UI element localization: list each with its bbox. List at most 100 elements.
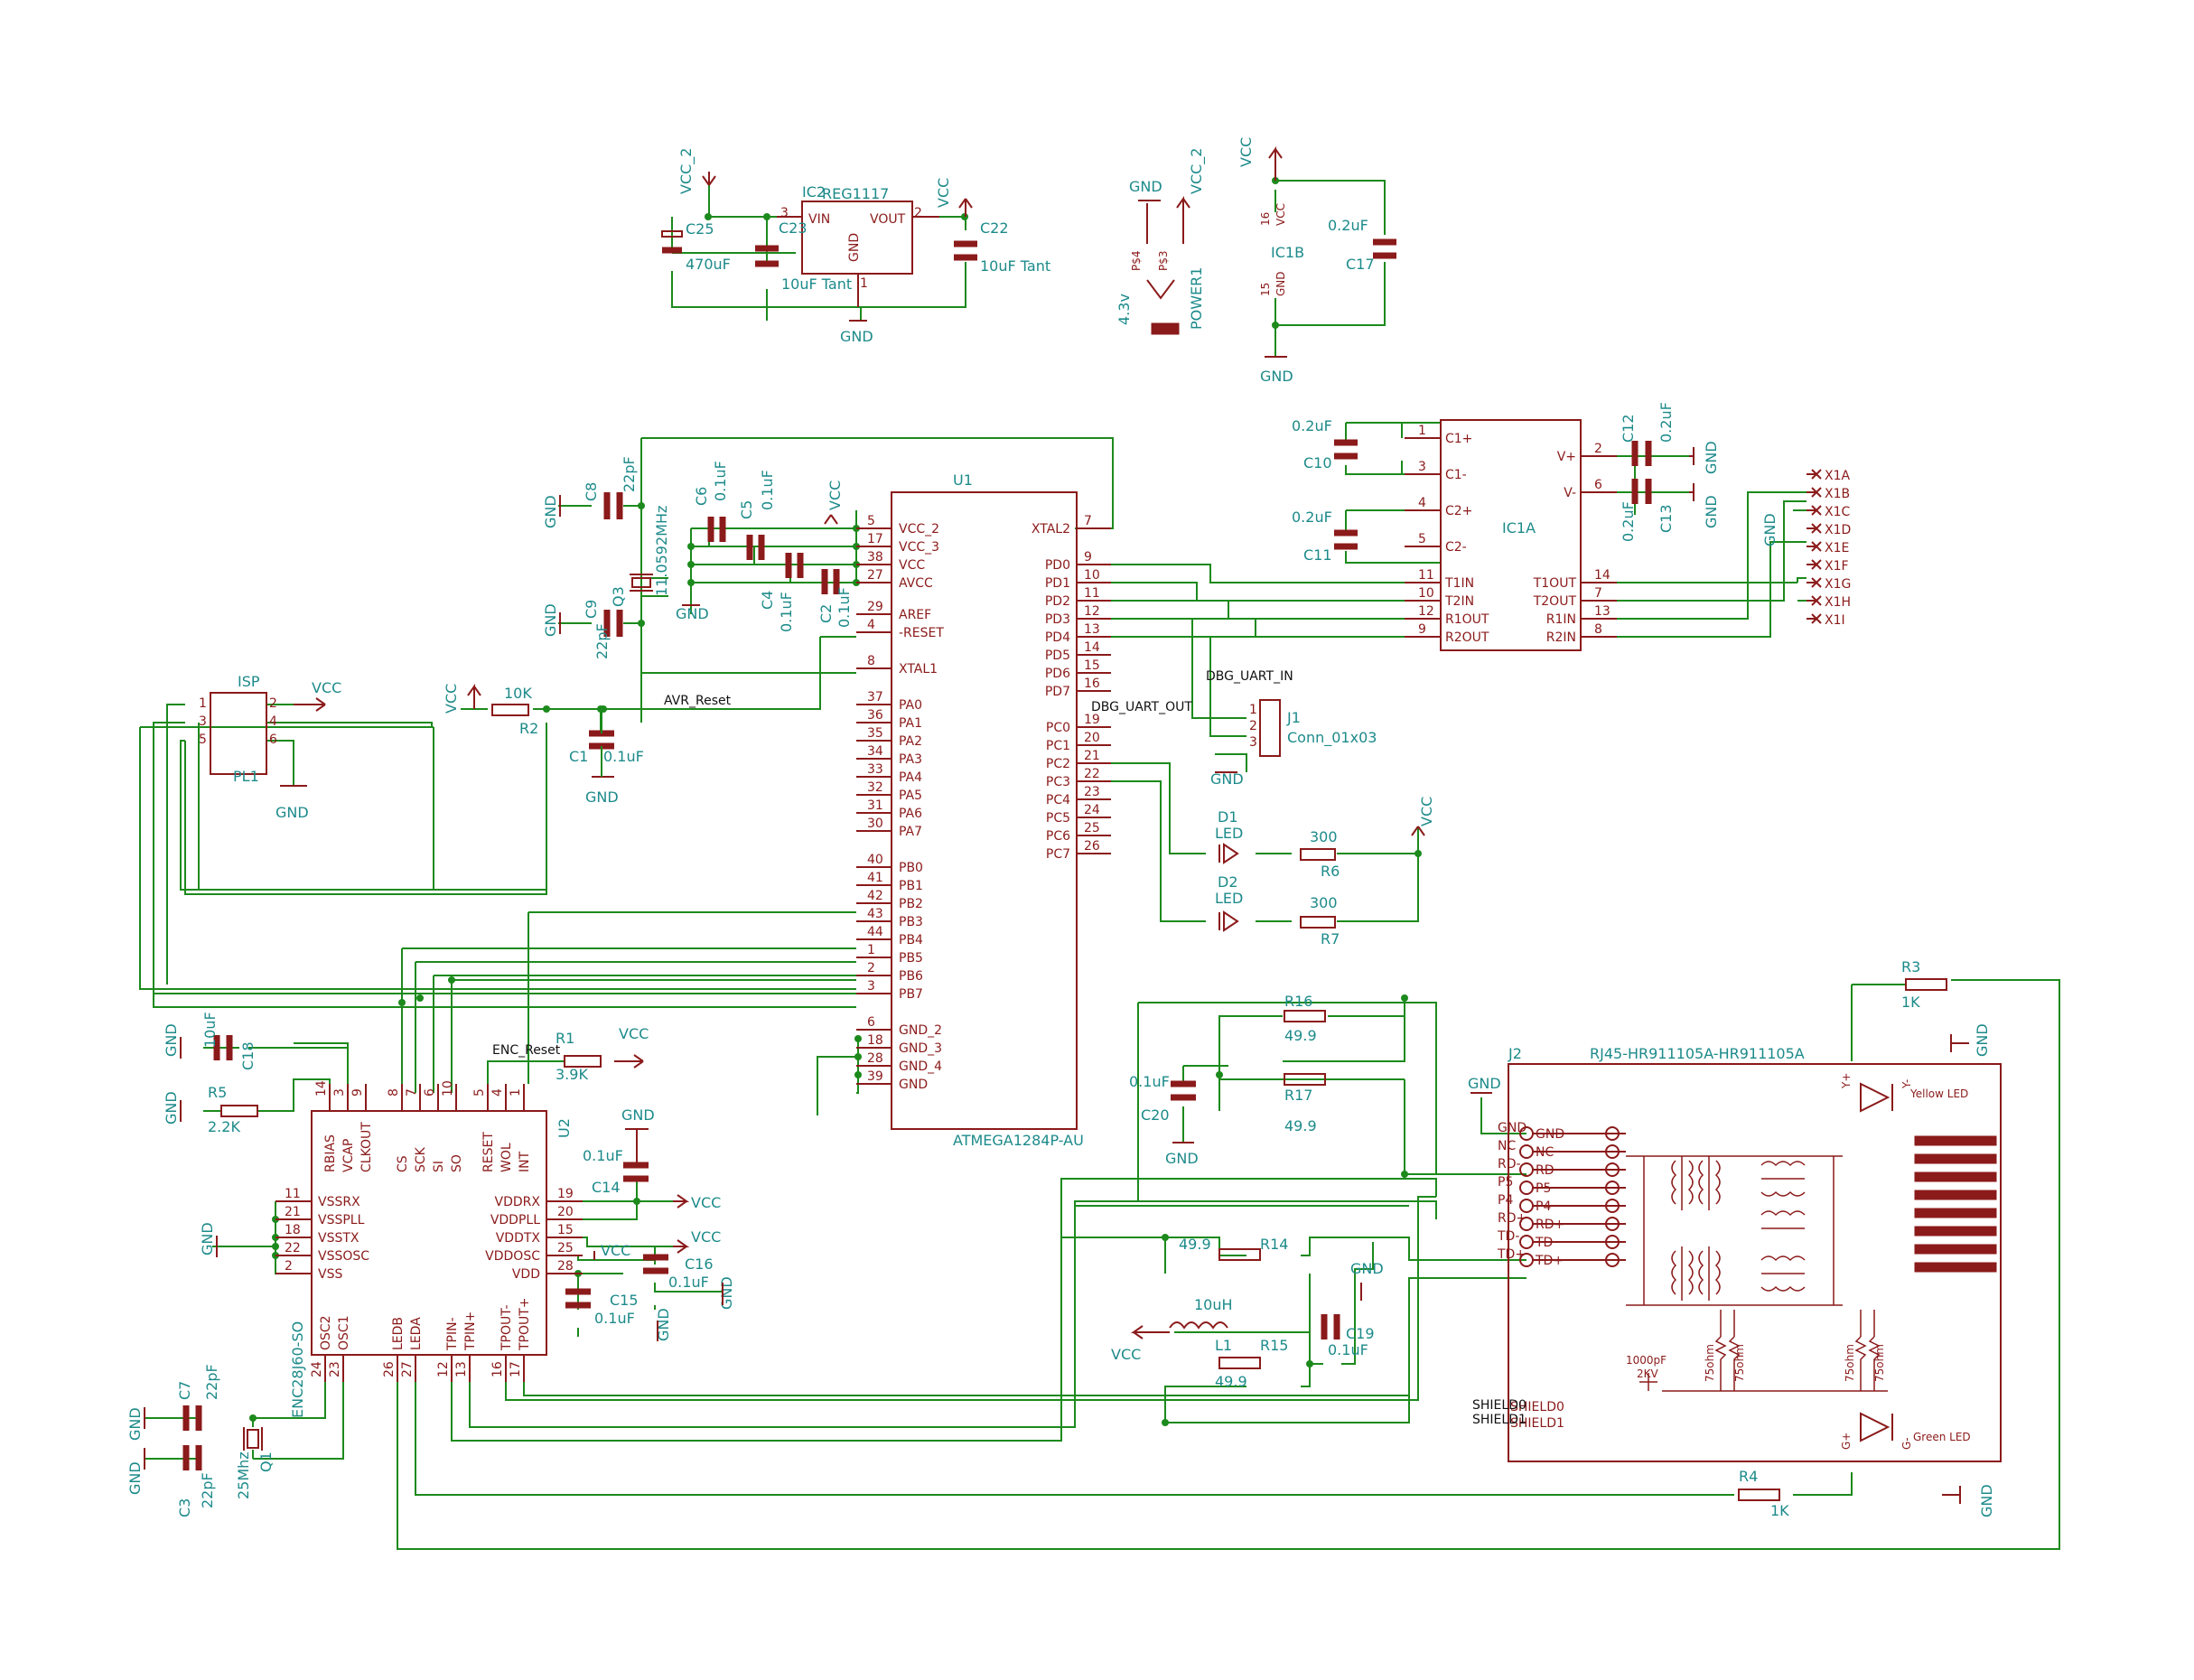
svg-text:11.0592MHz: 11.0592MHz (653, 506, 670, 596)
svg-text:R3: R3 (1901, 958, 1920, 975)
svg-text:C23: C23 (779, 219, 808, 237)
svg-text:3.9K: 3.9K (556, 1066, 588, 1083)
svg-text:GND: GND (163, 1023, 180, 1057)
terminal-mark (1807, 595, 1822, 606)
isp-header: ISP PL1 1 2 3 4 5 6 VCC GND (199, 673, 341, 821)
u2-pin-name: VSSPLL (318, 1213, 365, 1227)
u1-atmega: U1 ATMEGA1284P-AU 5VCC_217VCC_338VCC27AV… (856, 471, 1111, 1149)
terminal-mark (1807, 613, 1822, 624)
svg-text:R17: R17 (1284, 1087, 1312, 1104)
u2-pin-number: 20 (557, 1205, 574, 1219)
u2-pin-number: 27 (400, 1361, 415, 1377)
svg-text:C14: C14 (592, 1179, 621, 1196)
u1-pin-number: 35 (867, 726, 883, 741)
svg-text:POWER1: POWER1 (1188, 267, 1205, 330)
u2-pin-number: 1 (509, 1088, 523, 1097)
rj45-pin-circle (1519, 1235, 1534, 1249)
u2-pin-name: LEDA (409, 1317, 424, 1350)
svg-text:J2: J2 (1508, 1045, 1522, 1062)
power-vcc2-reg: VCC_2 (677, 148, 716, 194)
svg-text:0.1uF: 0.1uF (712, 461, 729, 501)
u1-pin-name: PA0 (899, 698, 922, 713)
svg-text:75ohm: 75ohm (1844, 1344, 1856, 1382)
u1-pin-number: 13 (1084, 622, 1100, 637)
u1-pin-number: 4 (867, 618, 875, 632)
ic1a-pin-name: V+ (1557, 450, 1576, 464)
u2-pin-number: 6 (423, 1088, 437, 1097)
svg-text:C12: C12 (1620, 414, 1637, 443)
svg-text:0.1uF: 0.1uF (1328, 1341, 1368, 1358)
svg-text:C6: C6 (693, 487, 710, 506)
ic1a-pin-number: 10 (1418, 586, 1434, 601)
u1-pin-name: PC1 (1046, 739, 1070, 753)
u2-pin-name: VSSOSC (318, 1249, 369, 1264)
u1-pin-name: PB6 (899, 969, 923, 984)
u2-pin-number: 12 (436, 1361, 451, 1377)
svg-text:P$4: P$4 (1130, 250, 1143, 271)
u1-pin-number: 17 (867, 532, 883, 546)
u1-pin-number: 3 (867, 979, 875, 994)
rj45-pin-label: RD+ (1498, 1211, 1526, 1226)
svg-text:ATMEGA1284P-AU: ATMEGA1284P-AU (953, 1132, 1084, 1149)
terminal-mark (1807, 541, 1822, 552)
svg-text:10uF Tant: 10uF Tant (781, 275, 852, 293)
svg-text:GND: GND (840, 328, 873, 345)
svg-text:U2: U2 (556, 1118, 573, 1138)
u1-pin-name: PA3 (899, 752, 922, 767)
svg-text:GND: GND (542, 495, 559, 528)
u1-pin-name: PB2 (899, 897, 923, 911)
svg-text:Q1: Q1 (257, 1451, 275, 1472)
u1-pin-number: 37 (867, 690, 883, 705)
svg-text:GND: GND (126, 1407, 144, 1441)
svg-text:4.3v: 4.3v (1116, 294, 1133, 325)
svg-text:Yellow LED: Yellow LED (1909, 1087, 1968, 1100)
u2-pin-number: 25 (557, 1241, 574, 1255)
u2-pin-name: TPOUT- (499, 1304, 514, 1351)
u2-pin-number: 13 (454, 1361, 469, 1377)
power-vcc-reg: VCC (935, 178, 973, 217)
u2-pin-name: TPIN- (445, 1317, 460, 1351)
svg-text:10uF: 10uF (201, 1012, 219, 1048)
u1-pin-number: 26 (1084, 839, 1100, 854)
u1-pin-name: PC3 (1046, 775, 1070, 789)
svg-text:VCC: VCC (619, 1025, 649, 1042)
ic1a-pin-name: V- (1564, 486, 1576, 500)
u1-pin-name: PC2 (1046, 757, 1070, 771)
u2-pin-number: 11 (285, 1187, 301, 1201)
u2-pin-name: SCK (414, 1146, 428, 1172)
rj45-pin-circle (1519, 1144, 1534, 1159)
svg-text:GND: GND (1978, 1484, 1995, 1517)
svg-text:10uF Tant: 10uF Tant (980, 257, 1050, 275)
terminal-mark (1807, 469, 1822, 480)
u1-pin-number: 31 (867, 798, 883, 813)
u1-pin-number: 30 (867, 817, 883, 831)
u1-pin-name: PC6 (1046, 829, 1070, 844)
svg-text:VCC: VCC (935, 178, 952, 208)
u2-pin-number: 17 (509, 1361, 523, 1377)
svg-text:C7: C7 (176, 1381, 193, 1400)
svg-text:VCC: VCC (691, 1194, 721, 1211)
svg-text:C10: C10 (1303, 454, 1332, 471)
ic1a-pin-name: T2OUT (1533, 594, 1577, 609)
svg-text:C5: C5 (738, 500, 755, 519)
rj45-pin-circle (1519, 1199, 1534, 1213)
ic1a-pin-name: T1OUT (1533, 576, 1577, 591)
svg-text:VCC: VCC (691, 1228, 721, 1246)
x1-gnd: GND (1761, 513, 1779, 546)
x1-pin-label: X1A (1825, 469, 1850, 483)
svg-text:VCC_2: VCC_2 (1188, 148, 1206, 194)
ic1a-pin-name: R2IN (1546, 630, 1576, 645)
svg-text:4: 4 (269, 714, 277, 729)
svg-text:R6: R6 (1321, 863, 1340, 880)
u2-pin-number: 21 (285, 1205, 301, 1219)
svg-text:3: 3 (199, 714, 207, 729)
svg-text:22pF: 22pF (621, 456, 638, 492)
svg-text:D1: D1 (1218, 808, 1238, 826)
u1-pin-name: PD6 (1045, 667, 1070, 681)
svg-text:GND: GND (275, 804, 309, 821)
u1-pin-name: PB7 (899, 987, 923, 1002)
x1-pin-label: X1E (1825, 541, 1849, 555)
x1-pin-label: X1C (1825, 505, 1850, 519)
svg-text:R2: R2 (519, 720, 538, 737)
u2-pin-number: 2 (285, 1259, 293, 1274)
